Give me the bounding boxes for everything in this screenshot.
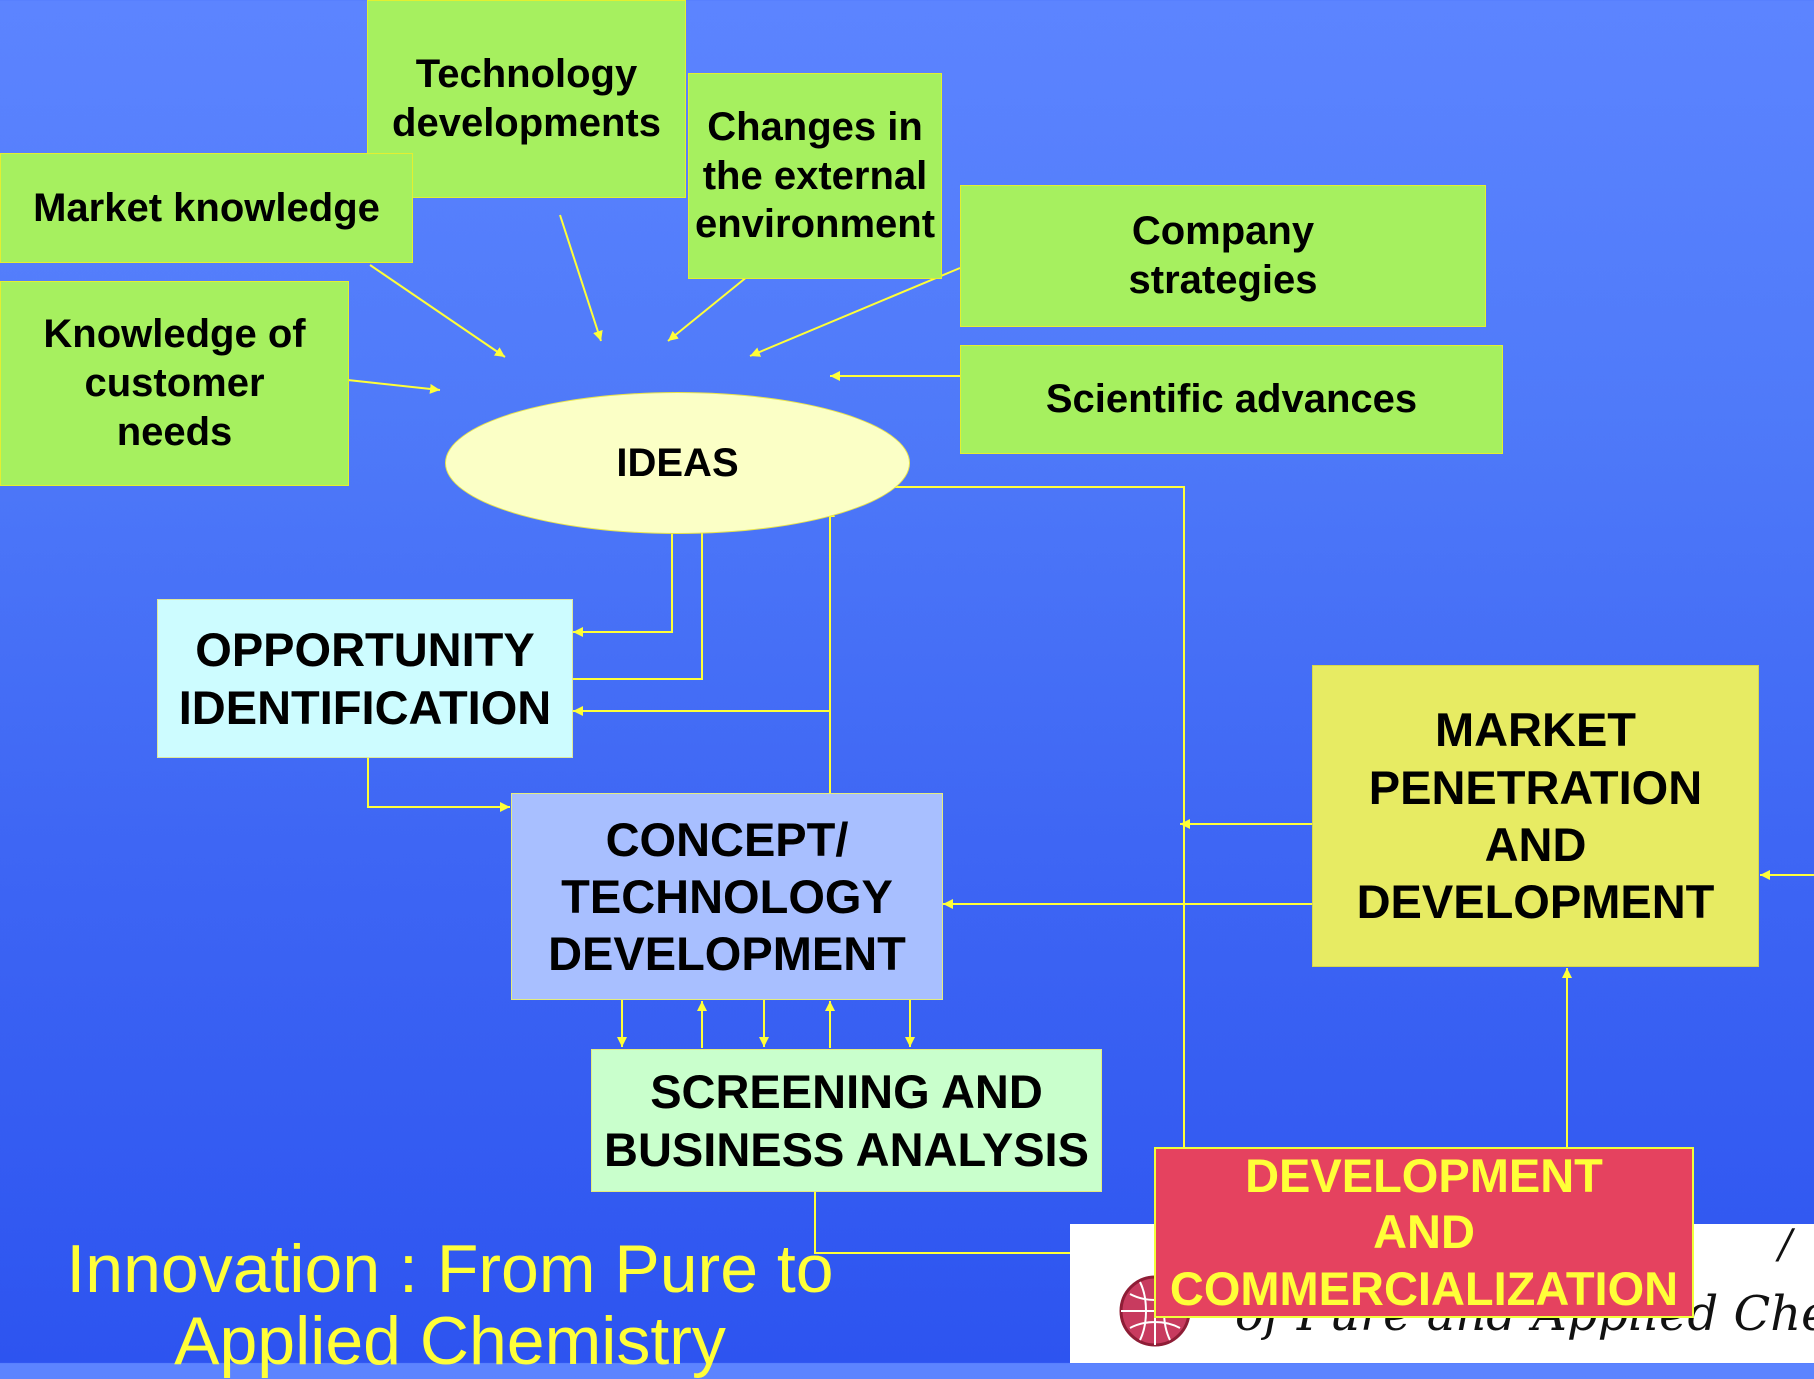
ideas-oval: IDEAS [445, 392, 910, 534]
company-to-ideas-arrow [749, 267, 961, 357]
slide-title: Innovation : From Pure to Applied Chemis… [66, 1231, 834, 1379]
technology-developments-box: Technology developments [367, 0, 686, 198]
logo-fragment: / [1778, 1224, 1792, 1268]
ideas-to-opportunity-arrow [573, 534, 673, 637]
customer-needs-box: Knowledge of customer needs [0, 281, 349, 486]
concept-technology-development-box: CONCEPT/ TECHNOLOGY DEVELOPMENT [511, 793, 943, 1000]
scientific-advances-box: Scientific advances [960, 345, 1503, 454]
company-strategies-box: Company strategies [960, 185, 1486, 327]
market-to-ideas-arrow [369, 264, 506, 358]
technology-to-ideas-arrow [559, 214, 603, 342]
market-knowledge-box: Market knowledge [0, 153, 413, 263]
opportunity-identification-box: OPPORTUNITY IDENTIFICATION [157, 599, 573, 758]
development-commercialization-box: DEVELOPMENT AND COMMERCIALIZATION [1154, 1147, 1694, 1318]
market-penetration-development-box: MARKET PENETRATION AND DEVELOPMENT [1312, 665, 1759, 967]
screening-business-analysis-box: SCREENING AND BUSINESS ANALYSIS [591, 1049, 1102, 1192]
opportunity-to-ideas-arrow [573, 522, 707, 680]
external-environment-box: Changes in the external environment [688, 73, 942, 279]
